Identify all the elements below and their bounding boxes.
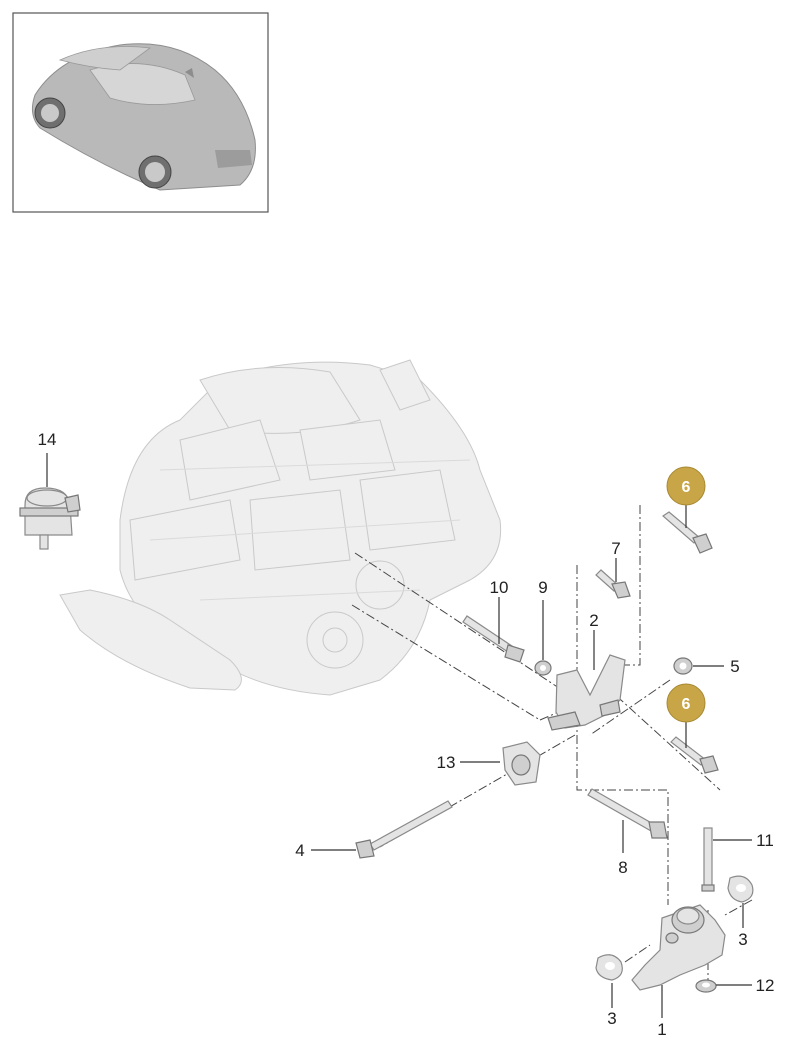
callout-3-left[interactable]: 3	[607, 1009, 616, 1028]
part-4-bolt[interactable]	[355, 800, 453, 859]
callout-3-right[interactable]: 3	[738, 930, 747, 949]
callout-8[interactable]: 8	[618, 858, 627, 877]
part-3-shim-right[interactable]	[727, 875, 754, 903]
callout-12[interactable]: 12	[756, 976, 775, 995]
callout-2[interactable]: 2	[589, 611, 598, 630]
car-thumbnail[interactable]	[12, 12, 269, 213]
callout-13[interactable]: 13	[437, 753, 456, 772]
part-3-shim-left[interactable]	[595, 954, 623, 981]
part-2-bracket[interactable]	[547, 654, 626, 731]
callout-6-top[interactable]: 6	[682, 479, 691, 496]
part-11-stud[interactable]	[701, 827, 715, 892]
part-8-bolt[interactable]	[587, 788, 668, 839]
callout-9[interactable]: 9	[538, 578, 547, 597]
callout-4[interactable]: 4	[295, 841, 304, 860]
part-12-nut[interactable]	[695, 979, 717, 993]
leader-lines	[46, 453, 752, 1018]
callout-7[interactable]: 7	[611, 539, 620, 558]
callout-1[interactable]: 1	[657, 1020, 666, 1039]
callout-11[interactable]: 11	[756, 831, 774, 850]
part-6-bolt-middle[interactable]	[670, 736, 719, 774]
callout-5[interactable]: 5	[730, 657, 739, 676]
engine-assembly-icon	[59, 359, 502, 696]
part-9-nut[interactable]	[534, 660, 552, 676]
car-thumbnail-icon	[31, 43, 256, 191]
part-5-nut[interactable]	[673, 657, 693, 675]
part-13-mount[interactable]	[502, 741, 541, 786]
part-7-bolt[interactable]	[595, 569, 631, 599]
callout-6-middle[interactable]: 6	[682, 696, 691, 713]
callout-labels: 14 6 7 10 9 2 5 6 13 8 4 11 3 3 1 12	[38, 430, 775, 1039]
part-6-bolt-top[interactable]	[662, 511, 713, 554]
callout-10[interactable]: 10	[490, 578, 509, 597]
callout-6-badge-top[interactable]	[666, 466, 706, 506]
part-10-stud[interactable]	[462, 615, 525, 663]
callout-6-badge-middle[interactable]	[666, 683, 706, 723]
highlight-badges	[666, 466, 706, 723]
part-14-accumulator[interactable]	[19, 487, 81, 550]
part-1-engine-mount[interactable]	[631, 904, 726, 991]
callout-14[interactable]: 14	[38, 430, 57, 449]
